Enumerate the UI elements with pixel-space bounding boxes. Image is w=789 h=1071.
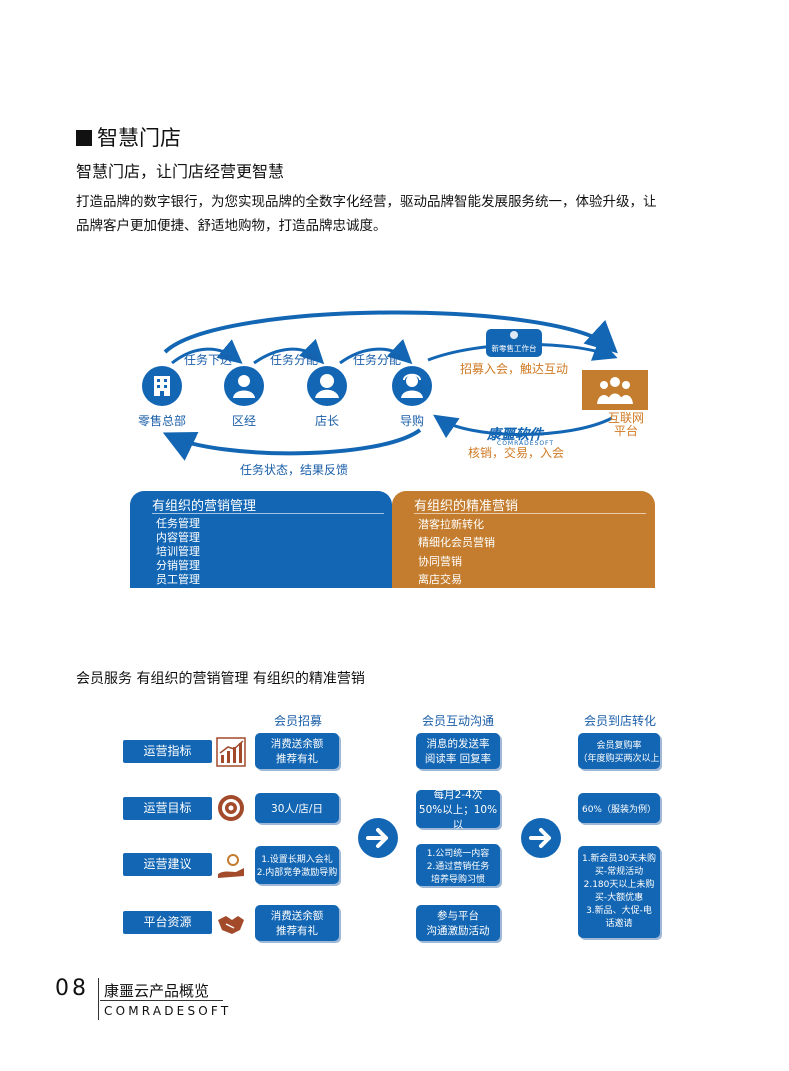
handshake-icon bbox=[218, 916, 244, 934]
panel-left-item: 内容管理 bbox=[156, 531, 200, 544]
panel-left-item: 员工管理 bbox=[156, 573, 200, 586]
building-icon bbox=[154, 376, 170, 396]
shopping-guide-icon bbox=[401, 373, 423, 398]
column-head-convert: 会员到店转化 bbox=[583, 714, 656, 728]
panel-right-title: 有组织的精准营销 bbox=[414, 499, 519, 514]
feedback-label: 任务状态，结果反馈 bbox=[240, 463, 349, 477]
cell-recruit-goals: 30人/店/日 bbox=[255, 793, 339, 823]
column-head-recruit: 会员招募 bbox=[273, 714, 322, 728]
node-label-hq: 零售总部 bbox=[137, 414, 186, 428]
node-guide bbox=[392, 366, 432, 406]
arrow-right-icon bbox=[358, 818, 398, 858]
flow-label-1: 任务下达 bbox=[184, 353, 233, 367]
footer-title: 康噩云产品概览 bbox=[104, 982, 210, 1000]
row-label-advice: 运营建议 bbox=[123, 853, 212, 876]
panel-left-item: 任务管理 bbox=[156, 517, 200, 530]
section-title: 智慧门店 bbox=[76, 122, 181, 152]
logo-cn: 康噩软件 bbox=[487, 427, 543, 443]
node-label-regional: 区经 bbox=[231, 414, 256, 428]
column-head-interact: 会员互动沟通 bbox=[421, 714, 494, 728]
store-manager-icon bbox=[315, 374, 339, 398]
chart-icon bbox=[216, 737, 246, 767]
panel-left-title: 有组织的营销管理 bbox=[152, 499, 257, 514]
node-store-manager bbox=[307, 366, 347, 406]
section-subtitle: 智慧门店，让门店经营更智慧 bbox=[76, 162, 285, 181]
panel-right-item: 离店交易 bbox=[418, 573, 462, 586]
logo-en: COMRADESOFT bbox=[497, 440, 555, 447]
target-icon bbox=[218, 795, 244, 821]
panel-precise-marketing: 有组织的精准营销 潜客拉新转化 精细化会员营销 协同营销 离店交易 bbox=[392, 491, 655, 588]
footer-brand: COMRADESOFT bbox=[104, 1004, 232, 1018]
flow-label-2: 任务分配 bbox=[270, 353, 319, 367]
row-label-metrics: 运营指标 bbox=[123, 740, 212, 763]
manager-icon bbox=[233, 375, 255, 398]
recruit-label: 招募入会，触达互动 bbox=[460, 362, 569, 376]
cell-interact-metrics: 消息的发送率阅读率 回复率 bbox=[416, 733, 500, 769]
cell-recruit-metrics: 消费送余额推荐有礼 bbox=[255, 733, 339, 769]
crowd-icon bbox=[597, 377, 633, 404]
node-platform bbox=[582, 370, 648, 410]
panel-right-item: 协同营销 bbox=[418, 555, 462, 568]
idea-hand-icon bbox=[218, 854, 244, 878]
node-label-guide: 导购 bbox=[399, 414, 424, 428]
node-regional bbox=[224, 366, 264, 406]
cell-convert-advice: 1.新会员30天未购买-常规活动 2.180天以上未购买-大额优惠 3.新品、大… bbox=[578, 846, 660, 938]
node-label-store-manager: 店长 bbox=[314, 414, 339, 428]
page-number: 08 bbox=[55, 976, 89, 1001]
square-bullet-icon bbox=[76, 130, 92, 146]
cell-interact-resources: 参与平台沟通激励活动 bbox=[416, 905, 500, 941]
footer-rule bbox=[100, 1000, 223, 1001]
arrow-right-icon bbox=[521, 818, 561, 858]
panel-organized-marketing: 有组织的营销管理 任务管理 内容管理 培训管理 分销管理 员工管理 bbox=[130, 491, 392, 588]
flow-label-3: 任务分配 bbox=[353, 353, 402, 367]
footer-divider bbox=[98, 978, 99, 1020]
cell-convert-metrics: 会员复购率（年度购买两次以上 bbox=[578, 733, 660, 769]
panel-right-item: 精细化会员营销 bbox=[418, 536, 495, 549]
intro-line-2: 品牌客户更加便捷、舒适地购物，打造品牌忠诚度。 bbox=[76, 218, 387, 234]
panel-left-divider bbox=[152, 513, 384, 514]
row-label-resources: 平台资源 bbox=[123, 911, 212, 934]
intro-line-1: 打造品牌的数字银行，为您实现品牌的全数字化经营，驱动品牌智能发展服务统一，体验升… bbox=[76, 194, 657, 210]
leaf-icon bbox=[510, 331, 518, 339]
row-label-goals: 运营目标 bbox=[123, 797, 212, 820]
workbench-badge: 新零售工作台 bbox=[486, 329, 542, 357]
panel-left-item: 分销管理 bbox=[156, 559, 200, 572]
panel-left-item: 培训管理 bbox=[156, 545, 200, 558]
panel-right-divider bbox=[414, 513, 646, 514]
cell-recruit-resources: 消费送余额推荐有礼 bbox=[255, 905, 339, 941]
node-headquarters bbox=[142, 366, 182, 406]
node-label-platform: 互联网 平台 bbox=[607, 411, 644, 438]
verify-label: 核销，交易，入会 bbox=[468, 446, 565, 460]
member-section-title: 会员服务 有组织的营销管理 有组织的精准营销 bbox=[76, 671, 365, 687]
cell-convert-goals: 60%（服装为例） bbox=[578, 793, 660, 823]
panel-right-item: 潜客拉新转化 bbox=[418, 518, 484, 531]
